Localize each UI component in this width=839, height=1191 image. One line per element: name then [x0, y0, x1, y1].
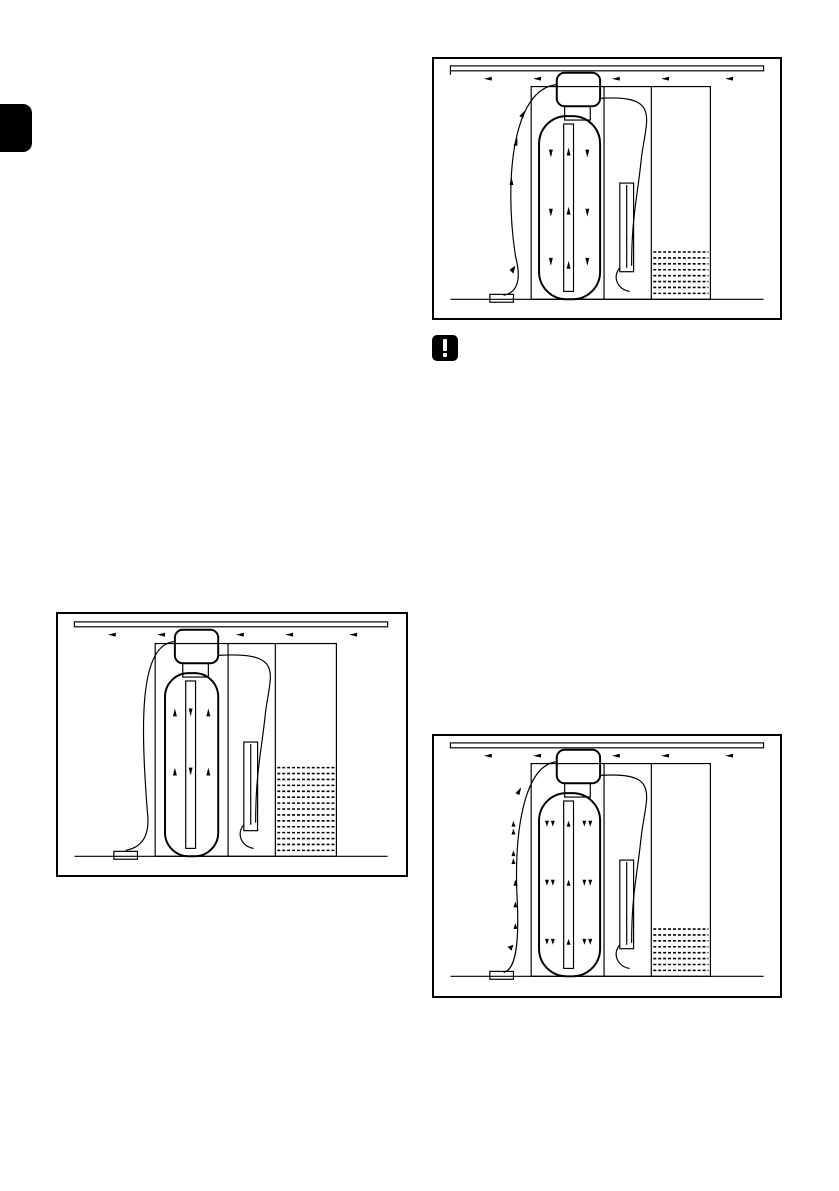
exclamation-warning-icon [432, 335, 458, 361]
service-diagram-svg [58, 614, 406, 875]
cabinet-outline [531, 764, 710, 977]
drain-outlet [114, 851, 138, 859]
control-valve-head [557, 750, 600, 783]
service-flow-diagram [56, 612, 408, 877]
drain-outlet [490, 971, 514, 979]
tank-flow-arrows [545, 821, 592, 945]
chapter-side-tab [0, 104, 32, 152]
backwash-diagram-svg [434, 59, 780, 318]
drain-arrows [508, 787, 522, 950]
salt-media [653, 929, 708, 970]
tank-flow-arrows [173, 709, 210, 776]
tank-flow-arrows [549, 148, 589, 269]
pipe-flow-arrows [484, 77, 733, 81]
backwash-flow-diagram [432, 57, 782, 320]
pipe-flow-arrows [484, 754, 733, 758]
rinse-flow-diagram [432, 734, 782, 998]
control-valve-head [175, 630, 218, 663]
resin-tank [539, 116, 600, 299]
drain-outlet [490, 294, 514, 302]
salt-media [277, 768, 334, 851]
resin-tank [165, 673, 218, 856]
salt-media [653, 252, 708, 293]
pipe-flow-arrows [108, 633, 357, 637]
control-valve-head [557, 73, 600, 106]
rinse-diagram-svg [434, 736, 780, 996]
cabinet-outline [531, 87, 710, 300]
riser-tube [186, 681, 196, 848]
